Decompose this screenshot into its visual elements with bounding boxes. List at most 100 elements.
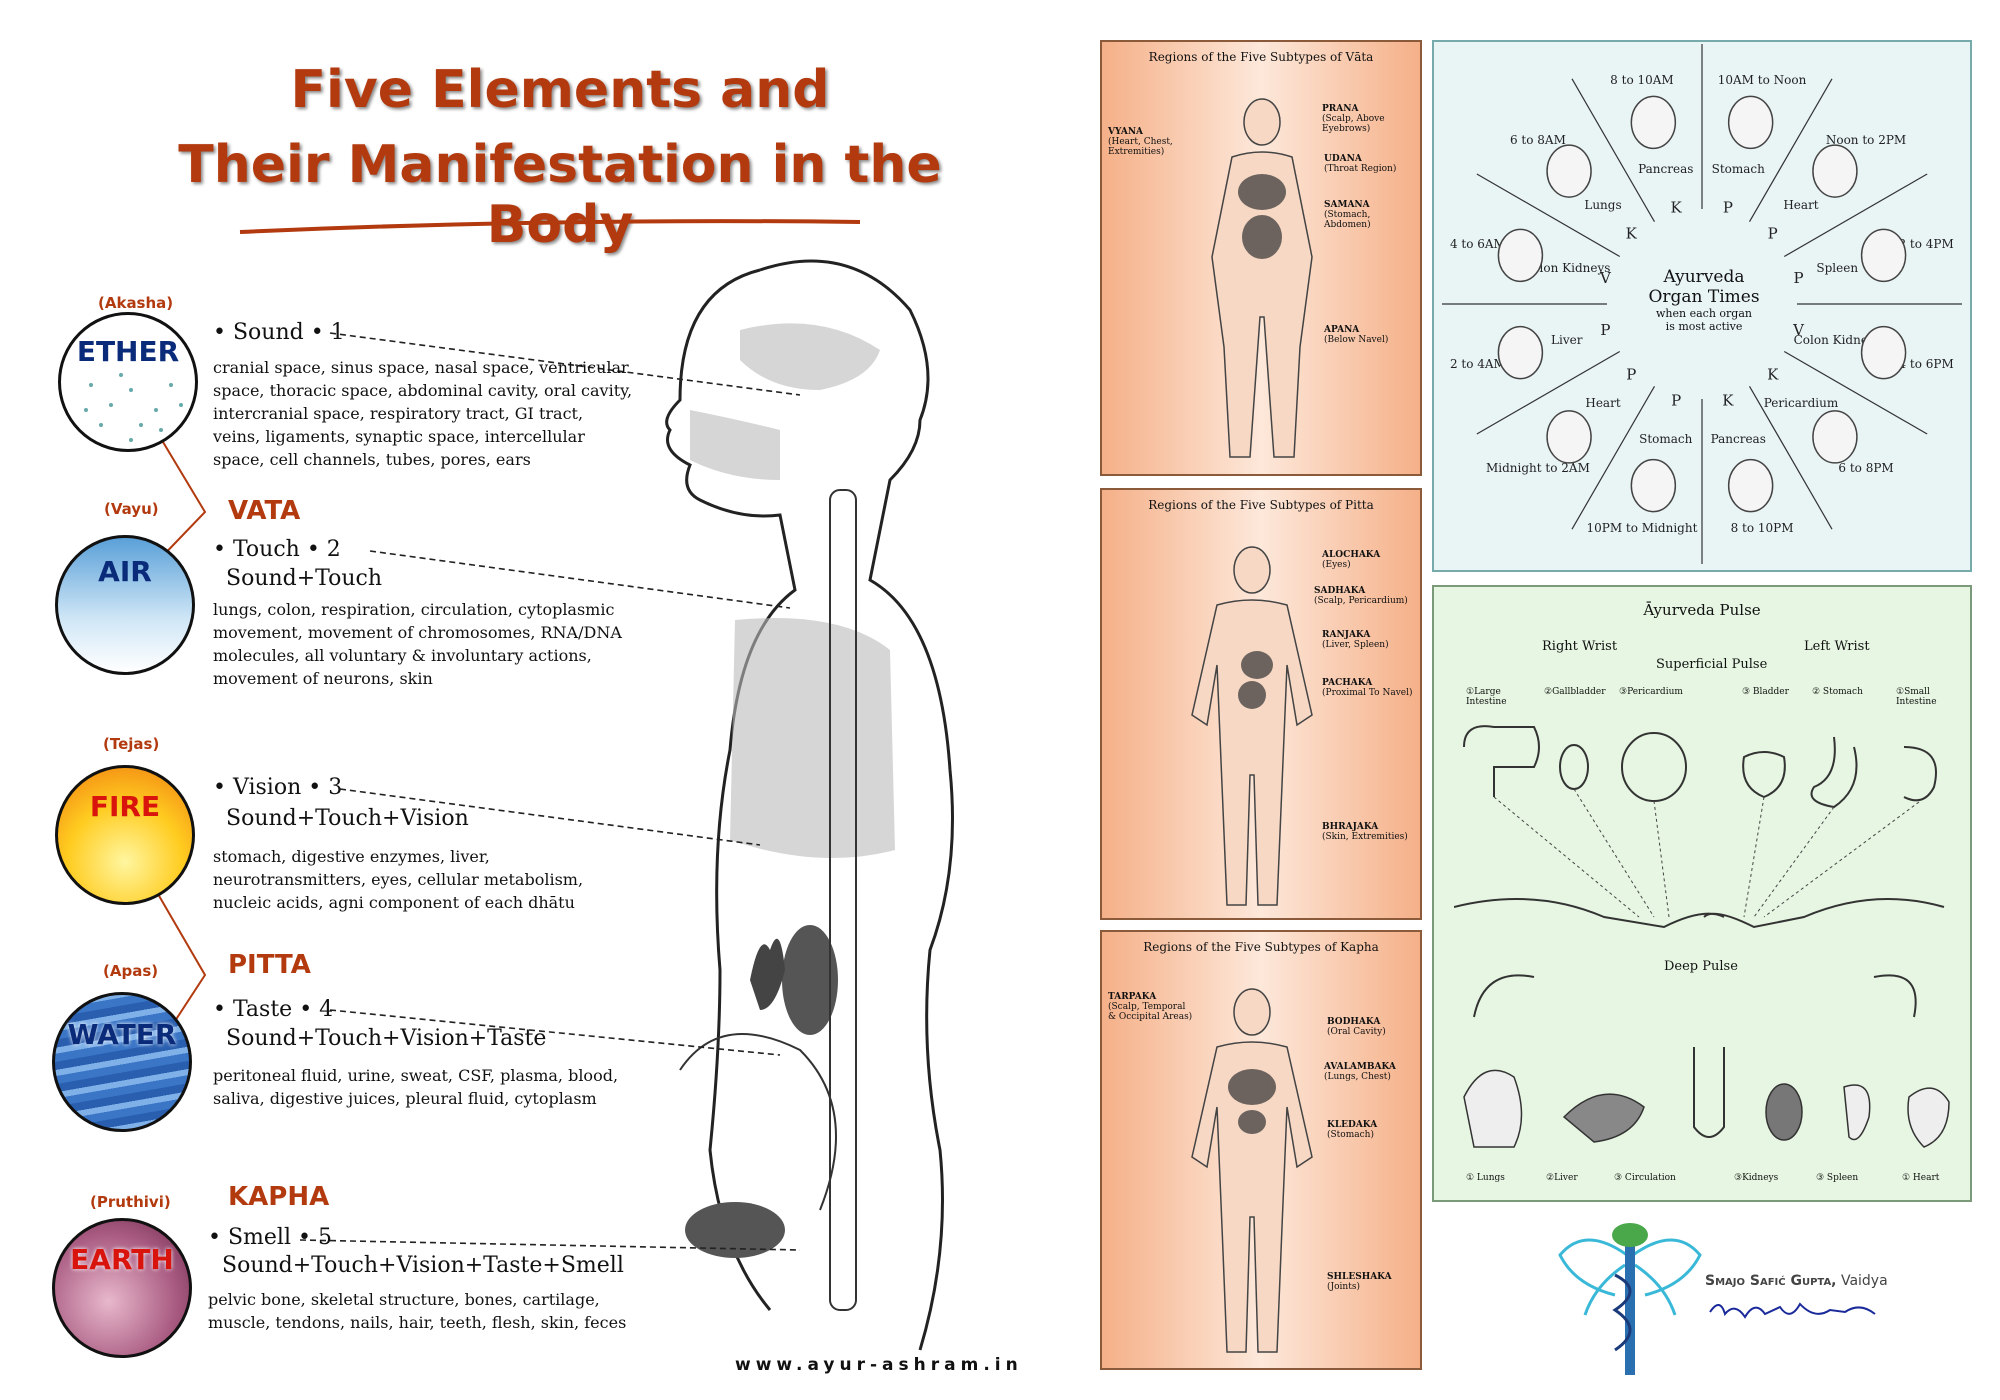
clock-dosha-letter: K: [1671, 198, 1683, 216]
organ-clock-center: Ayurveda Organ Times when each organ is …: [1634, 267, 1774, 333]
kapha-tarpaka-region: (Scalp, Temporal & Occipital Areas): [1108, 1002, 1193, 1022]
pitta-sadhaka-name: SADHAKA: [1314, 586, 1366, 596]
clock-time-label: 10PM to Midnight: [1586, 521, 1697, 535]
kapha-shleshaka-region: (Joints): [1327, 1282, 1360, 1292]
sanskrit-name-akasha: (Akasha): [98, 294, 174, 312]
ether-dots-pattern: [84, 373, 183, 442]
dosha-kapha: KAPHA: [228, 1182, 330, 1212]
clock-organ-drawing: [1812, 144, 1858, 198]
element-name-ether: ETHER: [76, 335, 180, 368]
pitta-subtypes-panel: Regions of the Five Subtypes of Pitta AL…: [1100, 488, 1422, 920]
kapha-panel-title: Regions of the Five Subtypes of Kapha: [1143, 940, 1379, 954]
clock-organ-label: Heart: [1585, 396, 1620, 410]
pulse-superficial: Superficial Pulse: [1656, 657, 1768, 672]
clock-divider: [1476, 350, 1621, 435]
water-sense: • Taste • 4: [213, 997, 334, 1022]
clock-divider: [1748, 385, 1833, 530]
vata-apana-name: APANA: [1324, 325, 1360, 335]
pulse-top-6: ①Small Intestine: [1896, 687, 1937, 707]
clock-dosha-letter: P: [1768, 224, 1778, 242]
clock-time-label: 2 to 4AM: [1450, 357, 1506, 371]
vata-label-samana: SAMANA(Stomach, Abdomen): [1324, 200, 1419, 230]
dosha-vata: VATA: [228, 496, 301, 526]
pulse-left-wrist: Left Wrist: [1804, 639, 1870, 654]
clock-organ-drawing: [1860, 325, 1907, 380]
pitta-bhrajaka-name: BHRAJAKA: [1322, 822, 1379, 832]
caduceus-logo-icon: [1558, 1223, 1702, 1375]
clock-time-label: 2 to 4PM: [1898, 237, 1953, 251]
clock-organ-label: Lungs: [1584, 198, 1621, 212]
pitta-pachaka-name: PACHAKA: [1322, 678, 1373, 688]
clock-divider: [1748, 78, 1833, 223]
clock-divider: [1571, 78, 1656, 223]
clock-organ-label: Spleen: [1816, 261, 1858, 275]
clock-organ-label: Stomach: [1639, 432, 1693, 446]
clock-divider: [1476, 173, 1621, 258]
pulse-title: Āyurveda Pulse: [1643, 601, 1761, 619]
body-profile-illustration: [665, 259, 954, 1351]
vata-label-prana: PRANA(Scalp, Above Eyebrows): [1322, 104, 1422, 134]
vata-samana-region: (Stomach, Abdomen): [1324, 210, 1371, 230]
pulse-bottom-1: ① Lungs: [1466, 1173, 1505, 1183]
clock-time-label: 8 to 10PM: [1731, 521, 1794, 535]
earth-description: pelvic bone, skeletal structure, bones, …: [208, 1290, 627, 1332]
vata-udana-name: UDANA: [1324, 154, 1362, 164]
website-url: www.ayur-ashram.in: [735, 1355, 1023, 1375]
clock-dosha-letter: P: [1626, 366, 1636, 384]
vata-udana-region: (Throat Region): [1324, 164, 1397, 174]
clock-organ-label: Colon Kidneys: [1523, 261, 1610, 275]
pulse-bottom-2: ②Liver: [1546, 1173, 1578, 1183]
earth-circle: [52, 1218, 192, 1358]
kapha-bodhaka-region: (Oral Cavity): [1327, 1027, 1386, 1037]
clock-time-label: 10AM to Noon: [1718, 73, 1807, 87]
clock-dosha-letter: P: [1723, 198, 1733, 216]
sanskrit-name-vayu: (Vayu): [104, 500, 159, 518]
clock-time-label: 6 to 8PM: [1838, 461, 1893, 475]
clock-divider: [1571, 385, 1656, 530]
pitta-panel-title: Regions of the Five Subtypes of Pitta: [1148, 498, 1374, 512]
clock-organ-drawing: [1630, 95, 1677, 150]
pitta-label-sadhaka: SADHAKA(Scalp, Pericardium): [1314, 586, 1419, 606]
kapha-label-shleshaka: SHLESHAKA(Joints): [1327, 1272, 1419, 1292]
fire-circle: [55, 765, 195, 905]
pitta-sadhaka-region: (Scalp, Pericardium): [1314, 596, 1408, 606]
pulse-bottom-4: ③Kidneys: [1734, 1173, 1779, 1183]
clock-dosha-letter: P: [1794, 269, 1804, 287]
sanskrit-name-apas: (Apas): [103, 962, 159, 980]
vata-prana-name: PRANA: [1322, 104, 1359, 114]
clock-organ-drawing: [1497, 228, 1544, 283]
vata-subtypes-panel: Regions of the Five Subtypes of Vāta PRA…: [1100, 40, 1422, 476]
pitta-alochaka-name: ALOCHAKA: [1322, 550, 1381, 560]
sanskrit-name-pruthivi: (Pruthivi): [90, 1193, 171, 1211]
pulse-top-5: ② Stomach: [1812, 687, 1863, 697]
vata-label-udana: UDANA(Throat Region): [1324, 154, 1419, 174]
clock-organ-label: Stomach: [1712, 162, 1766, 176]
element-name-water: WATER: [67, 1018, 177, 1051]
pitta-label-pachaka: PACHAKA(Proximal To Navel): [1322, 678, 1417, 698]
vata-prana-region: (Scalp, Above Eyebrows): [1322, 114, 1385, 134]
air-sense-combination: Sound+Touch: [226, 566, 383, 591]
pulse-top-1: ①Large Intestine: [1466, 687, 1507, 707]
kapha-label-tarpaka: TARPAKA(Scalp, Temporal & Occipital Area…: [1108, 992, 1193, 1022]
kapha-tarpaka-name: TARPAKA: [1108, 992, 1157, 1002]
earth-sense-combination: Sound+Touch+Vision+Taste+Smell: [222, 1253, 624, 1278]
organ-clock-title-1: Ayurveda: [1663, 267, 1745, 287]
pulse-top-4: ③ Bladder: [1742, 687, 1789, 697]
ether-circle: [58, 312, 198, 452]
pitta-pachaka-region: (Proximal To Navel): [1322, 688, 1413, 698]
fire-sense-combination: Sound+Touch+Vision: [226, 806, 469, 831]
clock-time-label: Noon to 2PM: [1826, 133, 1906, 147]
pitta-body-figure: [1191, 546, 1313, 906]
element-name-earth: EARTH: [70, 1243, 174, 1276]
kapha-body-figure: [1191, 988, 1313, 1353]
kapha-subtypes-panel: Regions of the Five Subtypes of Kapha TA…: [1100, 930, 1422, 1370]
kapha-avalambaka-name: AVALAMBAKA: [1324, 1062, 1396, 1072]
clock-dosha-letter: K: [1626, 224, 1638, 242]
clock-dosha-letter: K: [1722, 392, 1734, 410]
pitta-bhrajaka-region: (Skin, Extremities): [1322, 832, 1408, 842]
clock-time-label: 4 to 6AM: [1450, 237, 1506, 251]
clock-time-label: 6 to 8AM: [1510, 133, 1566, 147]
fire-sense: • Vision • 3: [213, 775, 343, 800]
clock-organ-drawing: [1727, 458, 1774, 513]
